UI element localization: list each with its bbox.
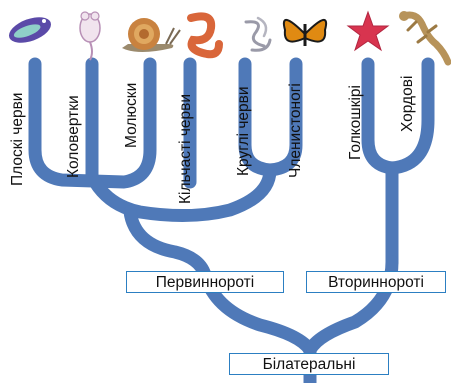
group-label-protostomes: Первиннороті	[126, 271, 284, 293]
starfish-icon	[348, 12, 388, 50]
flatworm-icon	[6, 12, 55, 48]
group-label-bilaterians: Білатеральні	[229, 353, 389, 375]
earthworm-icon	[191, 16, 219, 54]
branch-echinoderms-chordates	[368, 64, 428, 168]
lizard-icon	[399, 11, 448, 62]
butterfly-icon	[284, 20, 326, 46]
taxon-label-molluscs: Молюски	[124, 83, 140, 148]
group-label-deuterostomes: Вториннороті	[306, 271, 446, 293]
roundworm-icon	[246, 18, 270, 50]
taxon-label-roundworms: Круглі черви	[236, 86, 252, 176]
snail-icon	[122, 18, 180, 52]
taxon-label-rotifers: Коловертки	[66, 95, 82, 178]
taxon-label-annelids: Кільчасті черви	[178, 94, 194, 204]
taxon-label-echinoderms: Голкошкірі	[348, 85, 364, 160]
taxon-label-flatworms: Плоскі черви	[10, 93, 26, 186]
rotifer-icon	[80, 12, 100, 60]
taxon-label-arthropods: Членистоногі	[288, 83, 304, 178]
taxon-label-chordates: Хордові	[400, 76, 416, 132]
